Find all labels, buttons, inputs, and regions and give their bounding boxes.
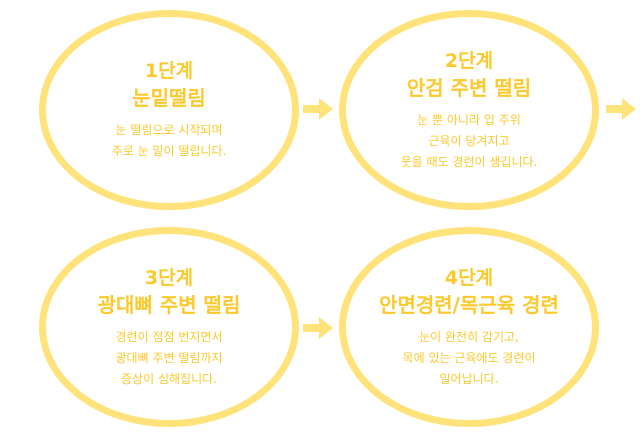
stage-description: 눈 떨림으로 시작되며 주로 눈 밑이 떨립니다. — [112, 120, 227, 162]
description-line: 눈 떨림으로 시작되며 — [115, 123, 223, 137]
stage-number: 2단계 — [444, 49, 494, 72]
stage-title: 안검 주변 떨림 — [406, 75, 532, 100]
stage-number: 1단계 — [144, 60, 194, 82]
stage-title: 안면경련/목근육 경련 — [379, 292, 559, 317]
stage-3-circle: 3단계 광대뼈 주변 떨림 경련이 점점 번지면서 광대뼈 주변 떨림까지 증상… — [39, 227, 299, 427]
stage-description: 눈 뿐 아니라 입 주위 근육이 당겨지고 웃을 때도 경련이 생깁니다. — [401, 110, 538, 173]
arrow-right-icon — [303, 317, 333, 339]
arrow-right-icon — [606, 98, 636, 120]
description-line: 목에 있는 근육에도 경련이 — [402, 350, 536, 365]
description-line: 경련이 점점 번지면서 — [115, 329, 223, 344]
description-line: 눈 뿐 아니라 입 주위 — [417, 112, 521, 127]
stage-2-circle: 2단계 안검 주변 떨림 눈 뿐 아니라 입 주위 근육이 당겨지고 웃을 때도… — [339, 10, 599, 210]
stage-description: 경련이 점점 번지면서 광대뼈 주변 떨림까지 증상이 심해집니다. — [116, 327, 223, 390]
arrow-right-icon — [303, 98, 333, 120]
description-line: 주로 눈 밑이 떨립니다. — [111, 144, 227, 158]
stage-number: 4단계 — [444, 266, 494, 289]
stage-4-circle: 4단계 안면경련/목근육 경련 눈이 완전히 감기고, 목에 있는 근육에도 경… — [339, 227, 599, 427]
description-line: 증상이 심해집니다. — [121, 371, 217, 386]
description-line: 일어납니다. — [439, 371, 499, 386]
stage-1-circle: 1단계 눈밑떨림 눈 떨림으로 시작되며 주로 눈 밑이 떨립니다. — [39, 10, 299, 210]
description-line: 근육이 당겨지고 — [428, 133, 510, 148]
description-line: 웃을 때도 경련이 생깁니다. — [400, 154, 538, 169]
stage-title: 눈밑떨림 — [132, 86, 206, 110]
stage-number: 3단계 — [144, 266, 194, 289]
stage-title: 광대뼈 주변 떨림 — [97, 292, 241, 317]
description-line: 광대뼈 주변 떨림까지 — [115, 350, 223, 365]
description-line: 눈이 완전히 감기고, — [419, 329, 519, 344]
stage-description: 눈이 완전히 감기고, 목에 있는 근육에도 경련이 일어납니다. — [403, 327, 536, 390]
